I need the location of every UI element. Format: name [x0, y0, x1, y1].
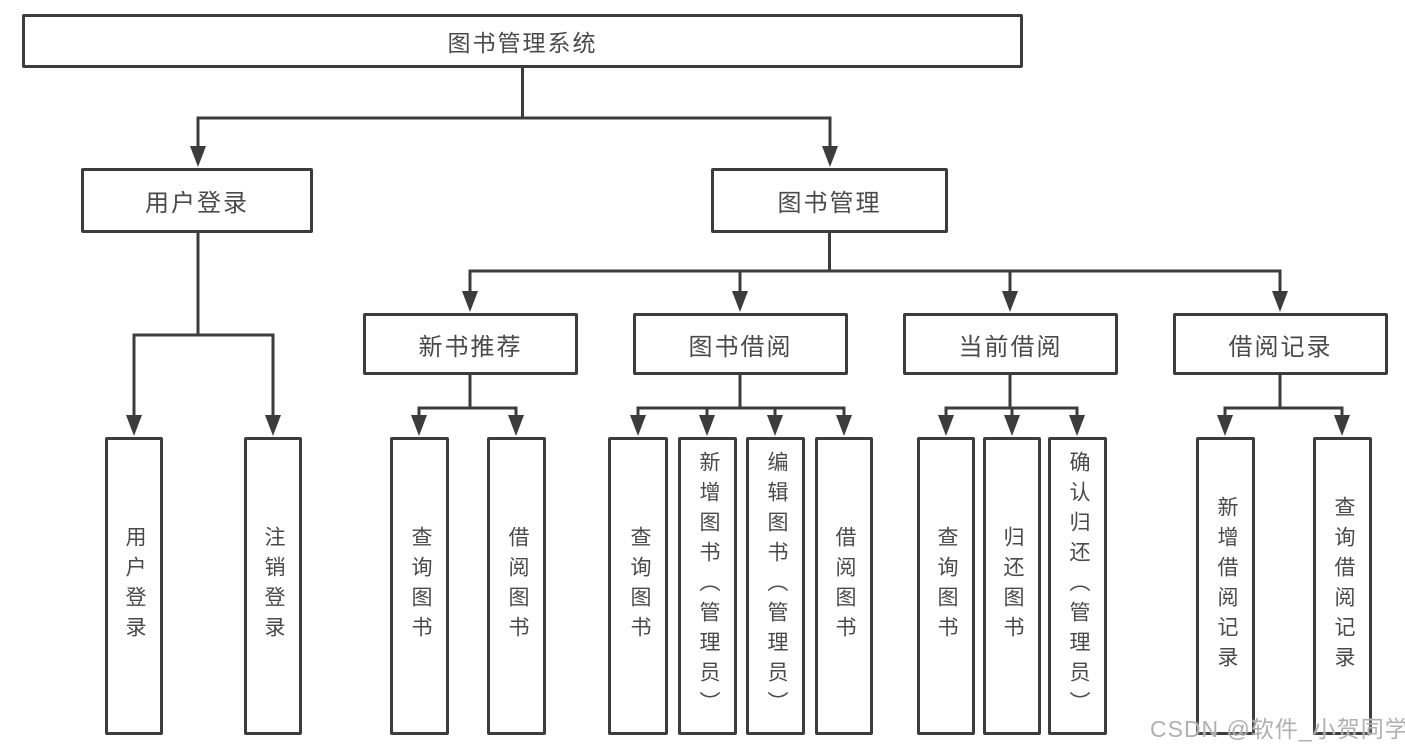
- leaf-bb-query-books: 查询图书: [608, 437, 668, 735]
- node-root-system: 图书管理系统: [22, 14, 1023, 68]
- node-user-login: 用户登录: [81, 168, 313, 233]
- leaf-logout: 注销登录: [244, 437, 302, 735]
- leaf-cb-query-books: 查询图书: [917, 437, 975, 735]
- leaf-bb-borrow-books: 借阅图书: [815, 437, 873, 735]
- leaf-br-query-record: 查询借阅记录: [1313, 437, 1372, 735]
- node-current-borrow: 当前借阅: [903, 313, 1118, 375]
- csdn-watermark: CSDN @软件_小贺同学: [1150, 716, 1405, 742]
- leaf-nb-borrow-books: 借阅图书: [487, 437, 546, 735]
- leaf-nb-query-books: 查询图书: [390, 437, 449, 735]
- node-borrow-records: 借阅记录: [1173, 313, 1388, 375]
- leaf-bb-add-books-admin: 新增图书（管理员）: [678, 437, 737, 735]
- leaf-user-login: 用户登录: [105, 437, 163, 735]
- leaf-bb-edit-books-admin: 编辑图书（管理员）: [746, 437, 805, 735]
- leaf-cb-return-books: 归还图书: [983, 437, 1041, 735]
- leaf-br-add-record: 新增借阅记录: [1196, 437, 1255, 735]
- node-new-book-recommend: 新书推荐: [363, 313, 578, 375]
- node-book-borrow: 图书借阅: [633, 313, 848, 375]
- leaf-cb-confirm-return-admin: 确认归还（管理员）: [1048, 437, 1107, 735]
- node-book-management: 图书管理: [711, 168, 948, 233]
